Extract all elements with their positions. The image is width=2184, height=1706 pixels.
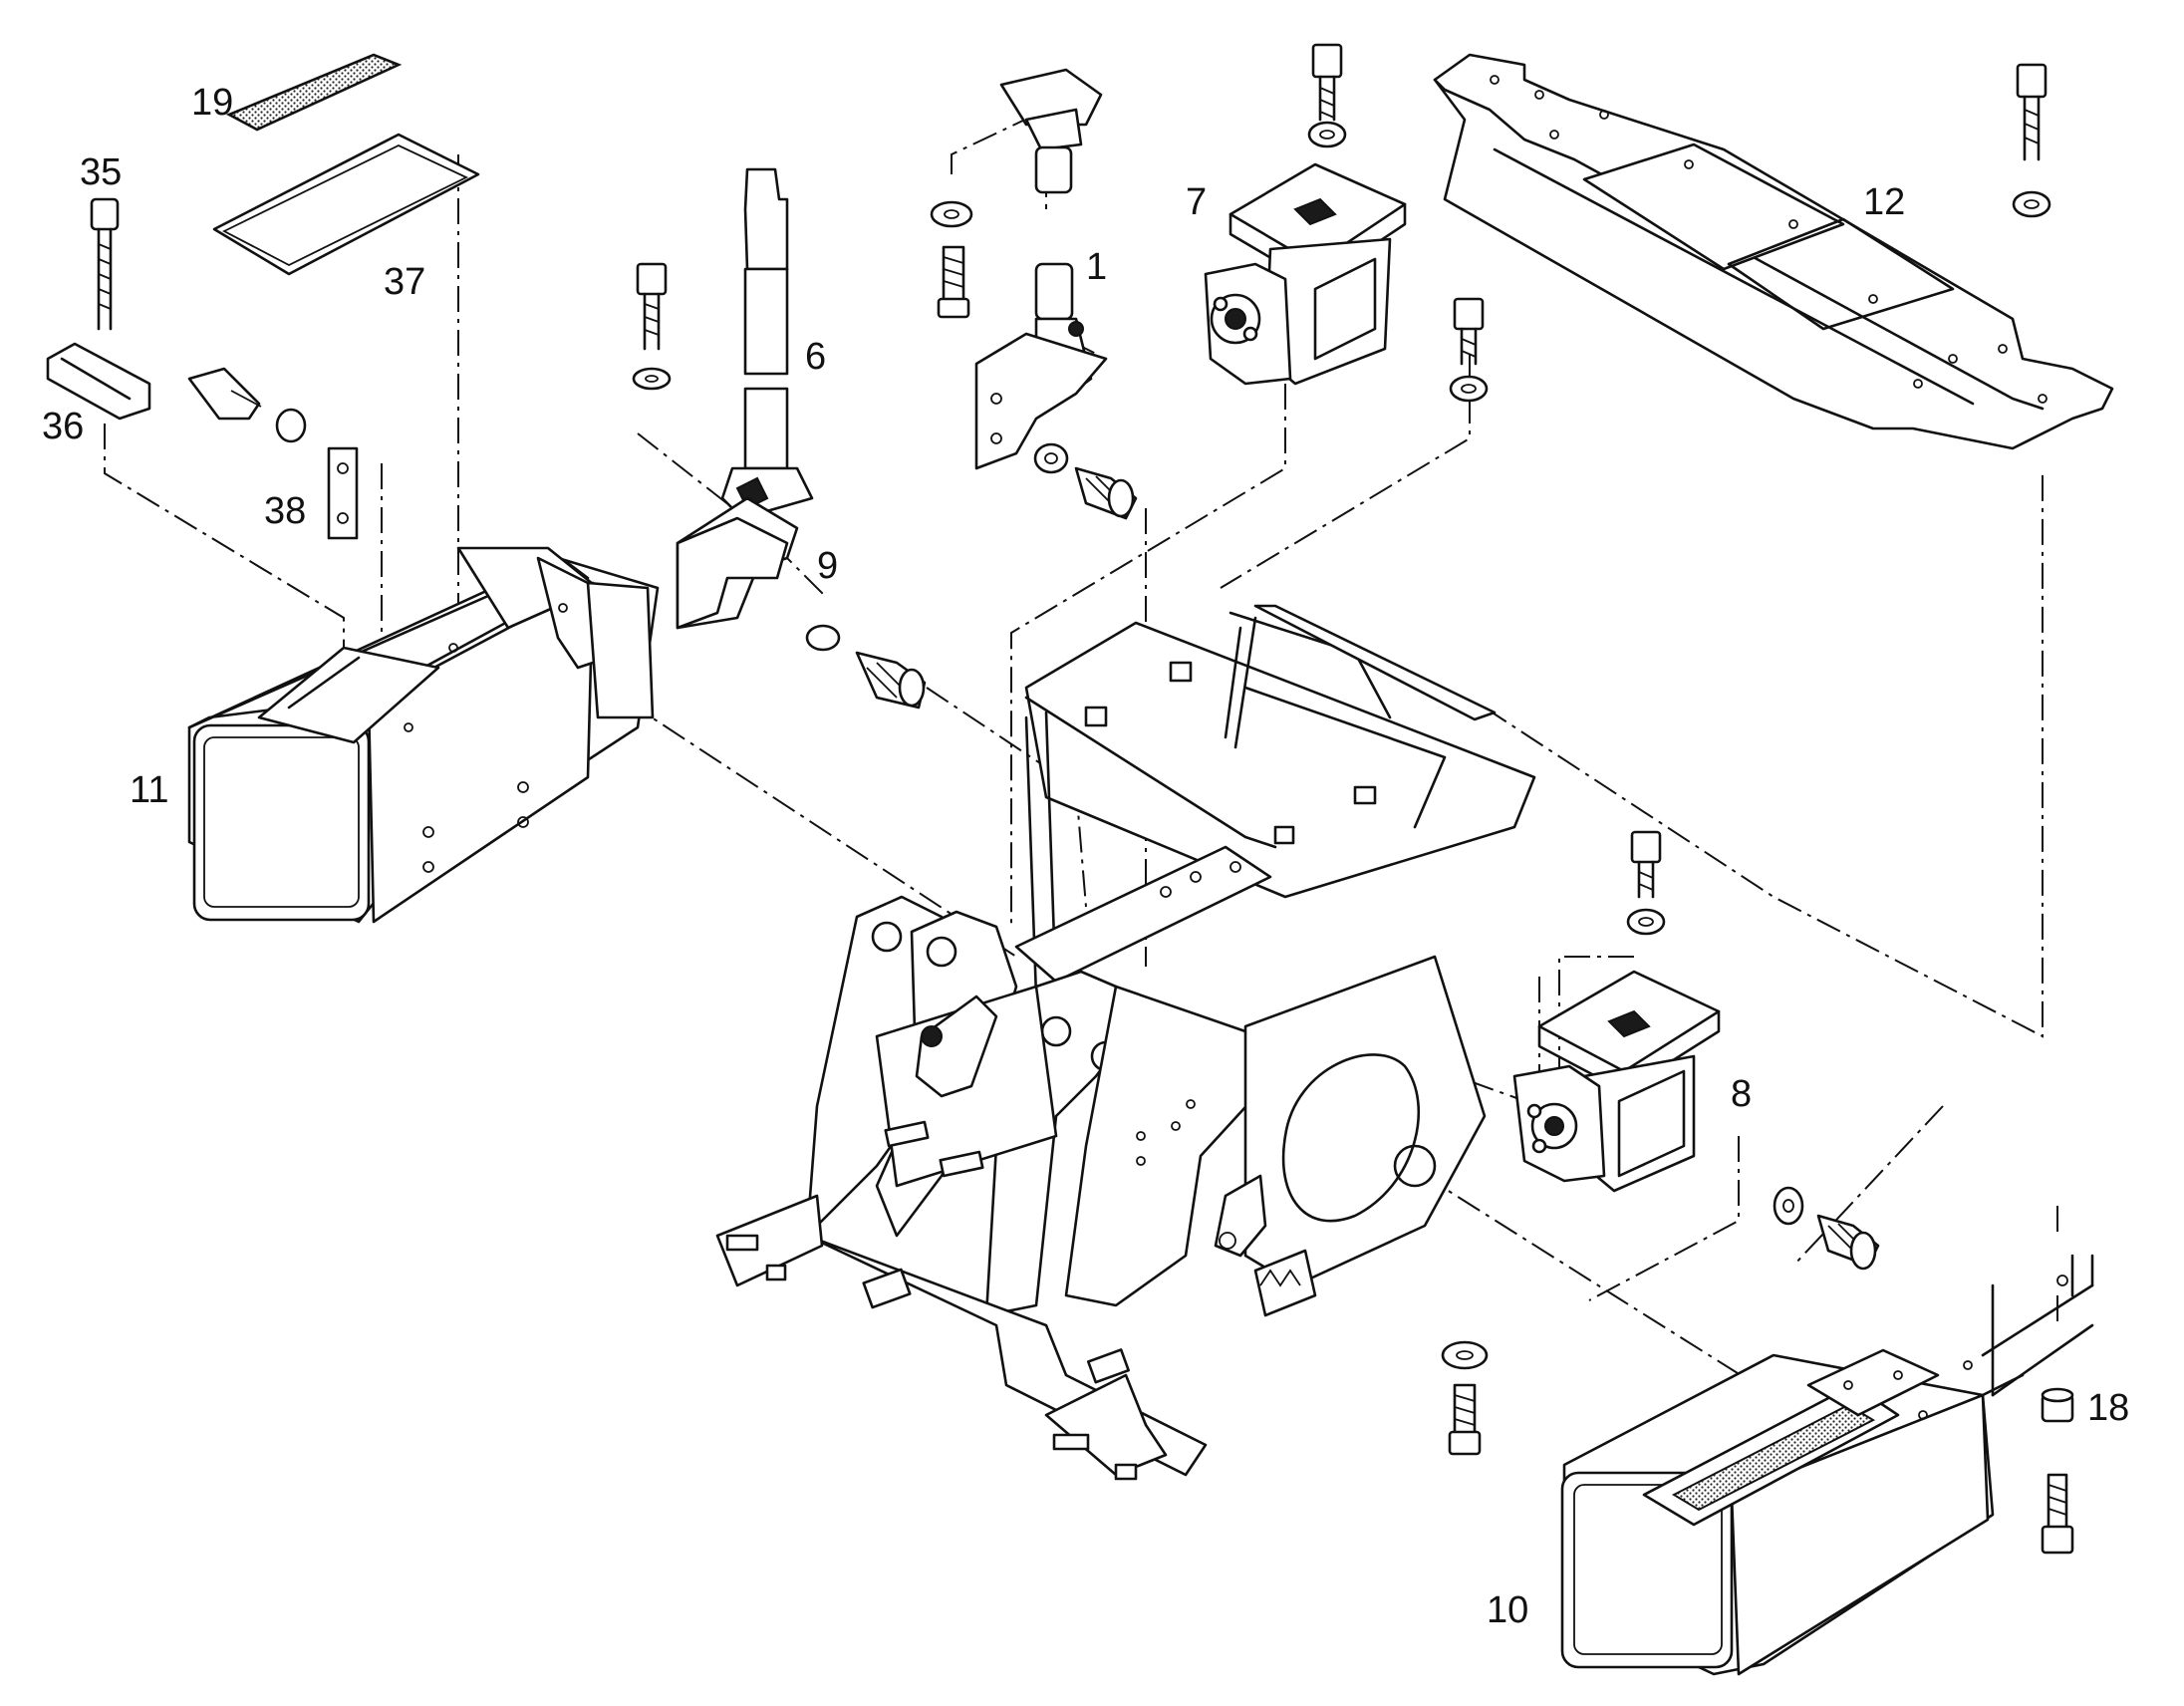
callout-12: 12 — [1863, 181, 1905, 223]
part-35-long-bolt — [90, 197, 120, 331]
side-bolt-8 — [1773, 1186, 1880, 1271]
callout-38: 38 — [264, 490, 306, 532]
part-7-gear-unit — [1204, 43, 1407, 386]
callout-11: 11 — [130, 769, 168, 811]
callout-35: 35 — [80, 151, 122, 193]
callout-6: 6 — [805, 336, 826, 378]
part-9-bracket — [676, 516, 927, 710]
callout-7: 7 — [1186, 181, 1207, 223]
main-frame — [715, 604, 1536, 1481]
part-12-bolt — [2012, 63, 2051, 218]
part-8-gear-unit — [1512, 830, 1721, 1193]
part-36-channel — [46, 342, 151, 421]
part-19-pad — [225, 53, 403, 132]
callouts: 1 6 7 8 9 10 11 12 18 19 35 36 37 38 — [42, 82, 2129, 1631]
part-1-swivel — [930, 68, 1138, 520]
part-11-left-box — [187, 546, 660, 924]
callout-1: 1 — [1086, 246, 1107, 288]
part-10-right-box — [1560, 1254, 2094, 1676]
part-38-clip — [187, 367, 359, 540]
callout-10: 10 — [1487, 1589, 1528, 1631]
callout-37: 37 — [384, 261, 425, 303]
mid-bolt — [1449, 297, 1489, 403]
part-12-long-rail — [1433, 53, 2114, 450]
callout-9: 9 — [817, 545, 838, 587]
lower-center-bolt — [1441, 1340, 1489, 1456]
callout-8: 8 — [1731, 1073, 1752, 1115]
part-6-bolt — [632, 262, 672, 391]
callout-36: 36 — [42, 406, 84, 447]
callout-18: 18 — [2087, 1387, 2129, 1429]
part-18-nut-bolt — [2041, 1275, 2074, 1555]
callout-19: 19 — [191, 82, 233, 124]
part-37-cover-plate — [212, 133, 480, 276]
